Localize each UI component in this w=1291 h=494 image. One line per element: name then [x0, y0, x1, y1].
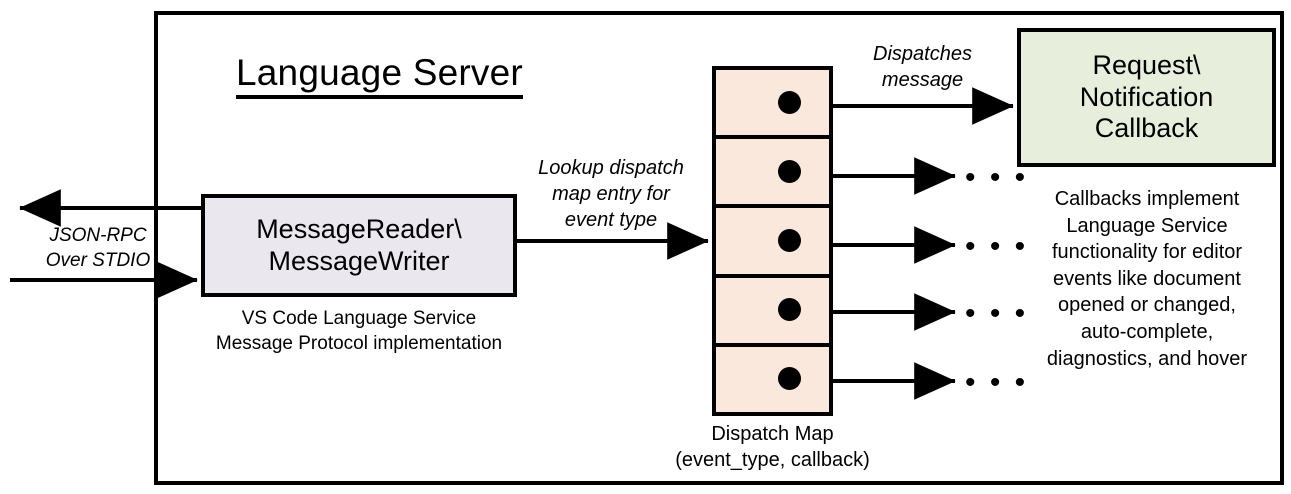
node-message-reader-writer[interactable]: MessageReader\ MessageWriter	[201, 194, 517, 297]
ellipsis-row-5: • • •	[965, 366, 1029, 399]
callback-caption-line-7: diagnostics, and hover	[1046, 347, 1248, 370]
callback-caption-line-4: events like document	[1053, 267, 1241, 290]
edge-label-lookup: Lookup dispatch map entry for event type	[516, 155, 706, 233]
dispatch-entry-dot-icon	[778, 298, 801, 322]
edge-label-lookup-line-2: map entry for	[552, 183, 670, 205]
edge-label-dispatches-line-2: message	[881, 69, 964, 91]
callback-caption-line-3: functionality for editor	[1051, 241, 1243, 264]
language-server-frame	[154, 11, 1284, 485]
callback-caption-line-2: Language Service	[1066, 214, 1228, 237]
message-io-caption-line-1: VS Code Language Service	[241, 308, 477, 329]
dispatch-entry-dot-icon	[778, 367, 801, 391]
callback-caption-line-6: auto-complete,	[1080, 320, 1214, 343]
callback-label-line-3: Callback	[1094, 113, 1199, 144]
callback-caption-line-1: Callbacks implement	[1054, 188, 1240, 210]
edge-label-jsonrpc-line-2: Over STDIO	[45, 249, 151, 271]
node-dispatch-map[interactable]	[712, 66, 833, 416]
edge-label-jsonrpc-line-1: JSON-RPC	[49, 225, 147, 246]
dispatch-map-row[interactable]	[716, 347, 829, 412]
edge-label-dispatches-line-1: Dispatches	[873, 43, 972, 65]
dispatch-map-row[interactable]	[716, 278, 829, 347]
callback-caption-line-5: opened or changed,	[1058, 294, 1236, 317]
dispatch-map-row[interactable]	[716, 139, 829, 209]
edge-label-lookup-line-1: Lookup dispatch	[538, 157, 684, 179]
message-io-caption: VS Code Language Service Message Protoco…	[186, 306, 532, 356]
edge-label-dispatches: Dispatches message	[835, 41, 1010, 93]
message-writer-label: MessageWriter	[268, 245, 450, 276]
dispatch-map-row[interactable]	[716, 70, 829, 140]
edge-label-lookup-line-3: event type	[564, 209, 658, 231]
ellipsis-row-2: • • •	[965, 161, 1029, 194]
dispatch-entry-dot-icon	[778, 229, 801, 252]
node-request-notification-callback[interactable]: Request\ Notification Callback	[1017, 28, 1276, 167]
callback-label-line-2: Notification	[1079, 81, 1214, 112]
dispatch-entry-dot-icon	[778, 159, 801, 183]
page-title: Language Server	[236, 52, 523, 99]
ellipsis-row-3: • • •	[965, 230, 1029, 263]
callback-caption: Callbacks implement Language Service fun…	[1008, 186, 1286, 372]
dispatch-map-row[interactable]	[716, 208, 829, 278]
callback-label-line-1: Request\	[1092, 49, 1201, 80]
edge-label-jsonrpc: JSON-RPC Over STDIO	[18, 224, 178, 273]
dispatch-map-caption: Dispatch Map (event_type, callback)	[640, 421, 905, 473]
message-io-caption-line-2: Message Protocol implementation	[215, 333, 503, 355]
dispatch-map-caption-line-1: Dispatch Map	[711, 423, 834, 445]
dispatch-map-caption-line-2: (event_type, callback)	[675, 449, 870, 471]
message-reader-label: MessageReader\	[256, 213, 462, 244]
ellipsis-row-4: • • •	[965, 297, 1029, 330]
dispatch-entry-dot-icon	[778, 90, 801, 114]
